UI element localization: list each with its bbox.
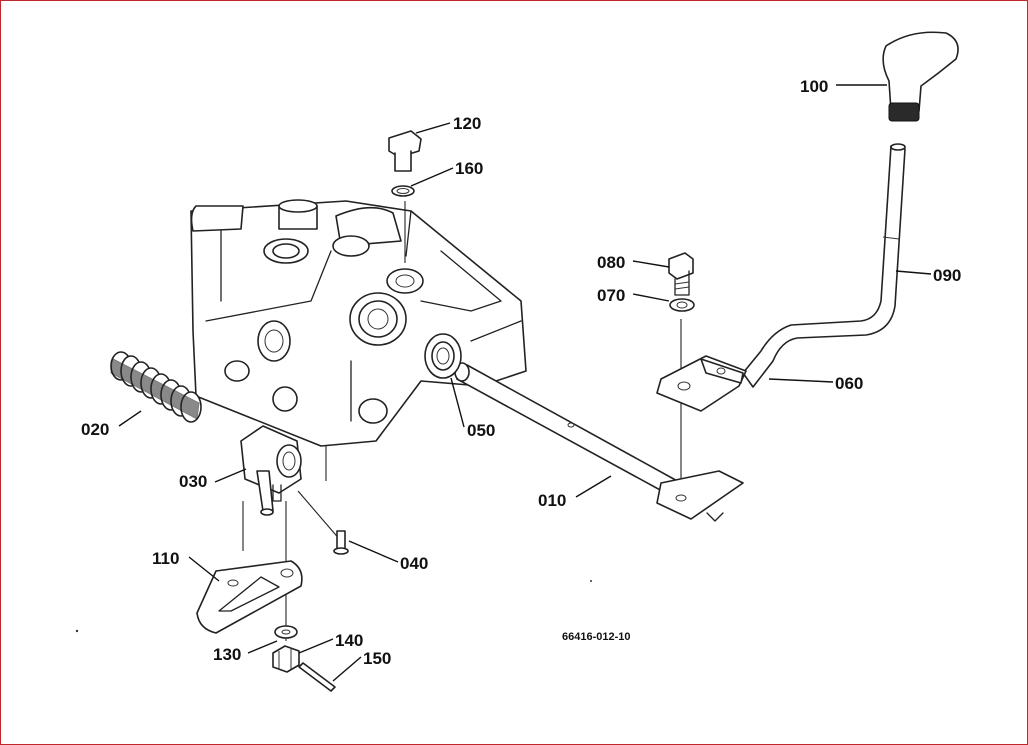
speck bbox=[75, 629, 79, 633]
bracket-part-060 bbox=[656, 355, 747, 412]
leader-lines bbox=[118, 84, 932, 682]
label-120: 120 bbox=[453, 114, 481, 133]
pin-part-120 bbox=[388, 130, 422, 172]
washer-part-070 bbox=[669, 298, 695, 312]
bolt-part-080 bbox=[668, 252, 694, 296]
drawing-code: 66416-012-10 bbox=[562, 631, 631, 643]
seal-part-050 bbox=[424, 333, 462, 379]
label-030: 030 bbox=[179, 472, 207, 491]
label-100: 100 bbox=[800, 77, 828, 96]
label-060: 060 bbox=[835, 374, 863, 393]
label-020: 020 bbox=[81, 420, 109, 439]
pin-part-040 bbox=[333, 530, 349, 555]
label-130: 130 bbox=[213, 645, 241, 664]
label-090: 090 bbox=[933, 266, 961, 285]
lever-rod-part-090 bbox=[742, 143, 906, 388]
shaft-part-010 bbox=[454, 362, 744, 522]
label-080: 080 bbox=[597, 253, 625, 272]
label-040: 040 bbox=[400, 554, 428, 573]
cotter-pin-part-150 bbox=[298, 662, 336, 692]
label-160: 160 bbox=[455, 159, 483, 178]
washer-part-130 bbox=[274, 625, 298, 639]
label-150: 150 bbox=[363, 649, 391, 668]
label-110: 110 bbox=[152, 549, 179, 568]
knob-part-100 bbox=[882, 31, 959, 122]
collar-part-030 bbox=[240, 425, 302, 516]
nut-part-140 bbox=[272, 645, 300, 673]
plate-part-110 bbox=[196, 560, 303, 634]
spring-part-020 bbox=[110, 351, 202, 423]
label-140: 140 bbox=[335, 631, 363, 650]
label-050: 050 bbox=[467, 421, 495, 440]
speck bbox=[590, 580, 592, 582]
oring-part-160 bbox=[391, 185, 415, 197]
label-010: 010 bbox=[538, 491, 566, 510]
valve-housing bbox=[190, 199, 527, 447]
label-070: 070 bbox=[597, 286, 625, 305]
